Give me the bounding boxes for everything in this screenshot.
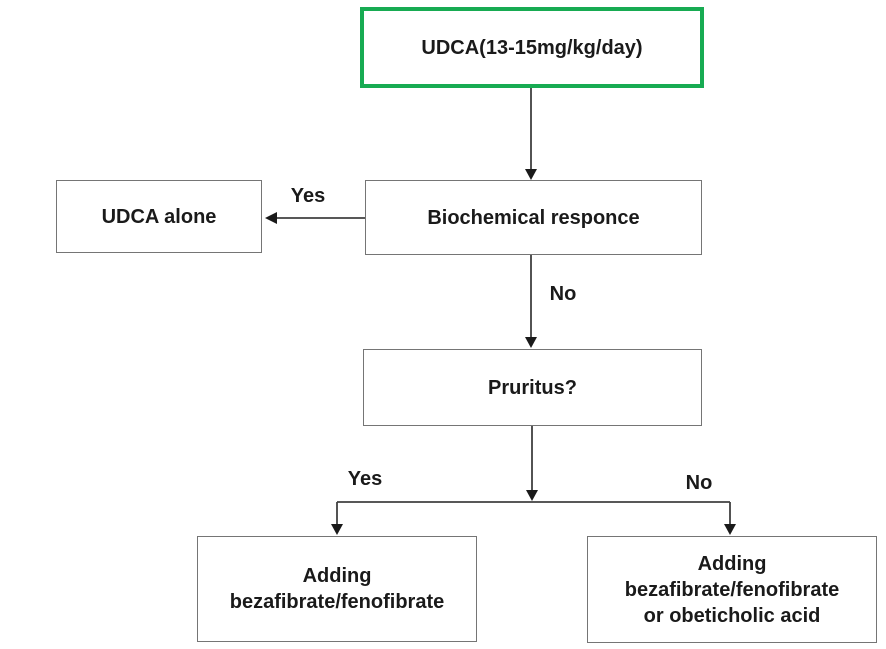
arrowhead-down-pruritus bbox=[525, 337, 537, 348]
node-adding-bezafibrate-oca-line2: bezafibrate/fenofibrate bbox=[624, 578, 840, 601]
node-biochemical-response-label: Biochemical responce bbox=[427, 206, 640, 229]
arrowhead-down-split bbox=[526, 490, 538, 501]
node-adding-bezafibrate-line1: Adding bbox=[302, 565, 372, 587]
node-udca-dose-label: UDCA(13-15mg/kg/day) bbox=[421, 36, 643, 59]
node-biochemical-response: Biochemical responce bbox=[365, 180, 702, 255]
edge-label-pruritus-no: No bbox=[685, 472, 713, 494]
node-pruritus-label: Pruritus? bbox=[488, 376, 577, 399]
node-adding-bezafibrate-oca: Adding bezafibrate/fenofibrate or obetic… bbox=[587, 536, 877, 643]
node-adding-bezafibrate-line2: bezafibrate/fenofibrate bbox=[229, 591, 445, 613]
arrowhead-down-adding-beza bbox=[331, 524, 343, 535]
node-pruritus: Pruritus? bbox=[363, 349, 702, 426]
node-adding-bezafibrate: Adding bezafibrate/fenofibrate bbox=[197, 536, 477, 642]
node-udca-dose: UDCA(13-15mg/kg/day) bbox=[360, 7, 704, 88]
node-udca-alone-label: UDCA alone bbox=[101, 205, 217, 228]
edge-label-pruritus-yes: Yes bbox=[347, 468, 383, 490]
node-udca-alone: UDCA alone bbox=[56, 180, 262, 253]
arrowhead-down-biochemical bbox=[525, 169, 537, 180]
arrowhead-down-adding-beza-oca bbox=[724, 524, 736, 535]
node-adding-bezafibrate-oca-line1: Adding bbox=[697, 552, 767, 575]
edge-label-biochemical-yes: Yes bbox=[290, 185, 326, 207]
node-adding-bezafibrate-oca-line3: or obeticholic acid bbox=[643, 604, 821, 627]
arrowhead-left-udca-alone bbox=[265, 212, 277, 224]
edge-label-biochemical-no: No bbox=[549, 283, 577, 305]
